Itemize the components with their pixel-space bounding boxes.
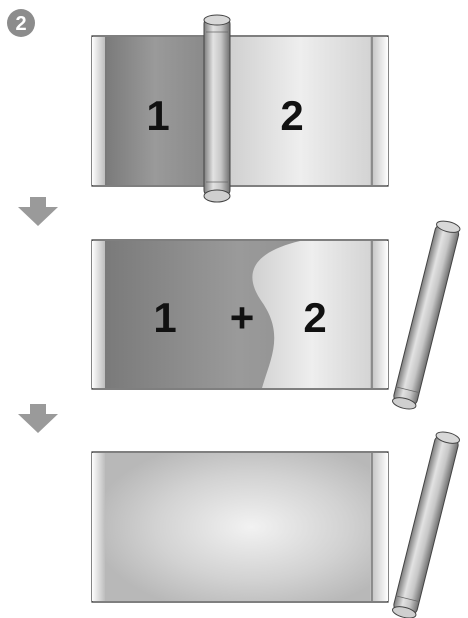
label-mix-1: 1 [153,294,176,341]
label-mix-2: 2 [303,294,326,341]
pouch-edge-left [92,37,105,185]
mixed-compartment [105,453,371,601]
label-compartment-1: 1 [146,92,169,139]
clip-bar-icon [391,430,460,618]
pouch-panel-1: 1 2 [92,15,388,202]
clip-bar-icon [391,219,461,411]
down-arrow-icon [18,197,58,226]
clip-bar-icon [204,15,230,202]
step-badge-icon: 2 [7,9,35,37]
down-arrow-icon [18,404,58,433]
pouch-edge-right [370,37,388,185]
step-badge-number: 2 [15,13,26,35]
pouch-panel-2: 1 + 2 [92,219,461,411]
pouch-panel-3 [92,430,461,618]
label-compartment-2: 2 [280,92,303,139]
label-mix-operator: + [230,294,255,341]
